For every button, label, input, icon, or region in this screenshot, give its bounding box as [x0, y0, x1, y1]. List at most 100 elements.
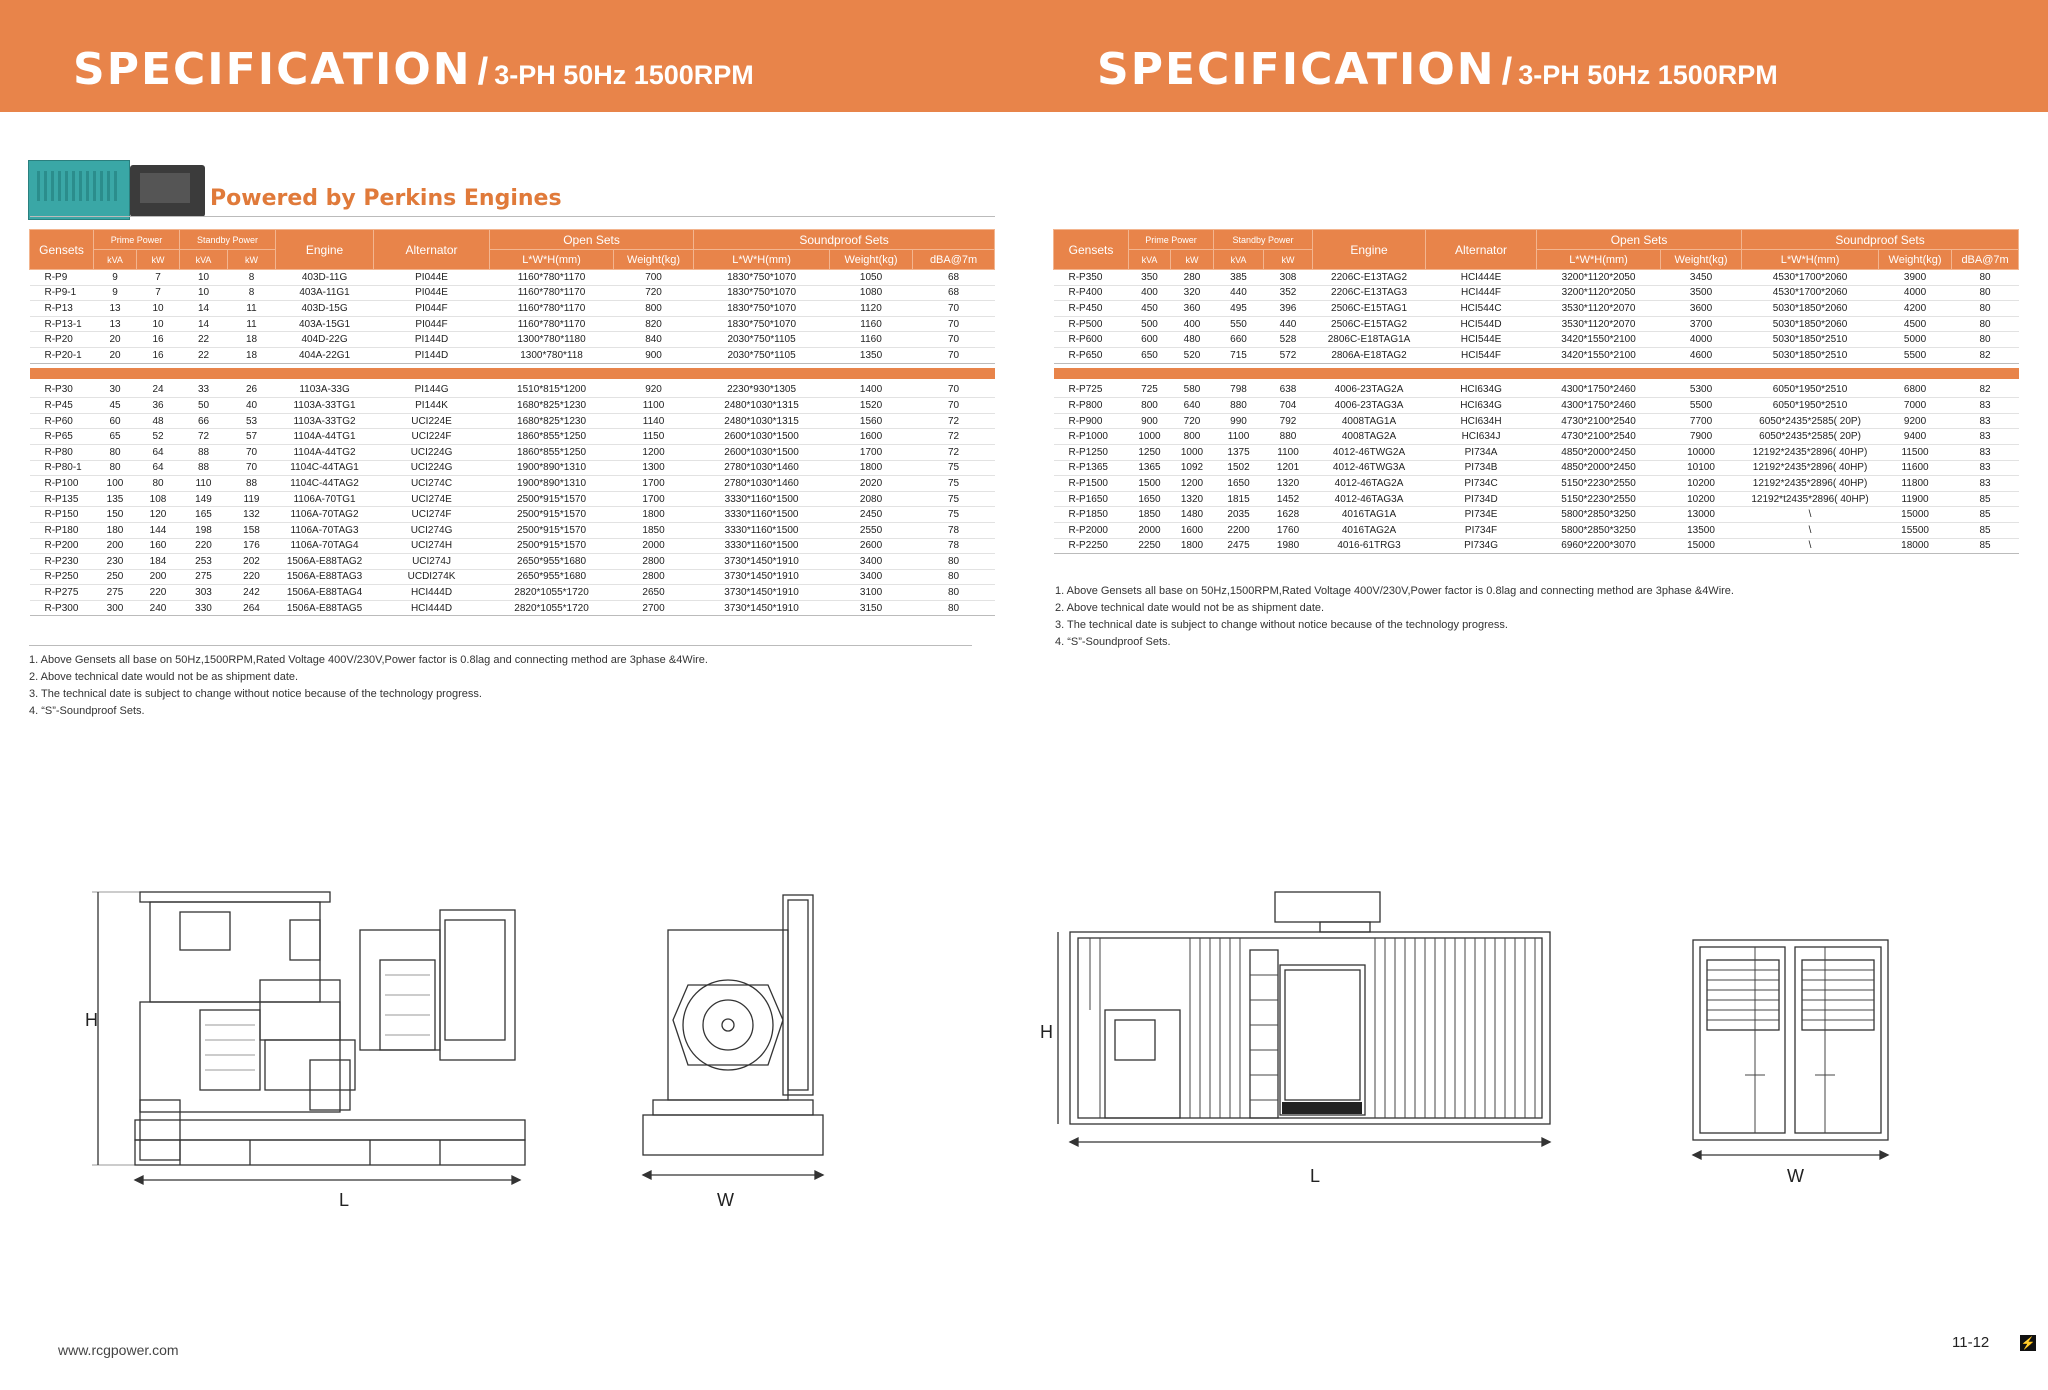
- table-cell: 1160*780*1170: [489, 285, 614, 302]
- col-kva: kVA: [1128, 249, 1171, 270]
- table-cell: 5030*1850*2060: [1741, 316, 1879, 333]
- table-cell: HCI544D: [1425, 316, 1537, 333]
- table-cell: 3400: [829, 553, 913, 570]
- table-cell: 184: [136, 553, 180, 570]
- table-cell: 22: [179, 331, 228, 348]
- table-cell: HCI444D: [373, 600, 490, 617]
- table-cell: 1700: [613, 475, 694, 492]
- table-cell: 18: [227, 347, 276, 364]
- table-cell: 1900*890*1310: [489, 475, 614, 492]
- table-cell: 1100: [613, 397, 694, 414]
- table-cell: 1080: [829, 285, 913, 302]
- table-cell: R-P13: [29, 300, 94, 317]
- table-cell: 3700: [1660, 316, 1742, 333]
- dimension-label-w: W: [717, 1190, 734, 1210]
- table-cell: 1050: [829, 269, 913, 286]
- table-cell: 4012-46TWG3A: [1312, 460, 1426, 477]
- table-cell: 1104C-44TAG1: [275, 460, 374, 477]
- table-cell: 13: [93, 300, 137, 317]
- table-cell: 80: [912, 584, 995, 601]
- table-cell: 800: [1128, 397, 1171, 414]
- table-cell: 52: [136, 428, 180, 445]
- table-cell: 80: [93, 460, 137, 477]
- table-cell: 1830*750*1070: [693, 269, 830, 286]
- table-cell: 80: [136, 475, 180, 492]
- note-item: 3. The technical date is subject to chan…: [29, 688, 482, 700]
- table-cell: 6050*2435*2585( 20P): [1741, 428, 1879, 445]
- table-cell: 1830*750*1070: [693, 285, 830, 302]
- table-cell: 2206C-E13TAG3: [1312, 285, 1426, 302]
- table-cell: 12192*2435*2896( 40HP): [1741, 475, 1879, 492]
- table-cell: 1830*750*1070: [693, 316, 830, 333]
- table-cell: 4006-23TAG3A: [1312, 397, 1426, 414]
- table-cell: 33: [179, 382, 228, 399]
- dimension-label-l: L: [1310, 1166, 1321, 1186]
- table-cell: 220: [179, 538, 228, 555]
- footer-url[interactable]: www.rcgpower.com: [58, 1342, 179, 1358]
- table-cell: 1201: [1263, 460, 1313, 477]
- table-cell: 725: [1128, 382, 1171, 399]
- table-cell: 57: [227, 428, 276, 445]
- table-cell: 14: [179, 316, 228, 333]
- table-cell: 15000: [1878, 506, 1952, 523]
- divider: [30, 216, 995, 217]
- table-cell: 4008TAG2A: [1312, 428, 1426, 445]
- table-cell: PI734G: [1425, 538, 1537, 555]
- soundproof-genset-thumbnail: [28, 160, 130, 220]
- table-cell: 920: [613, 382, 694, 399]
- table-cell: 1850: [613, 522, 694, 539]
- table-cell: 1860*855*1250: [489, 444, 614, 461]
- powered-by-title: Powered by Perkins Engines: [210, 186, 562, 211]
- table-cell: 2020: [829, 475, 913, 492]
- table-cell: 820: [613, 316, 694, 333]
- table-cell: R-P400: [1053, 285, 1129, 302]
- table-cell: 72: [179, 428, 228, 445]
- table-cell: 158: [227, 522, 276, 539]
- table-cell: UCDI274K: [373, 569, 490, 586]
- table-cell: 85: [1951, 491, 2019, 508]
- table-cell: 1375: [1213, 444, 1264, 461]
- table-cell: 18000: [1878, 538, 1952, 555]
- table-cell: R-P230: [29, 553, 94, 570]
- table-cell: 83: [1951, 413, 2019, 430]
- banner-title-left: SPECIFICATION/3-PH 50Hz 1500RPM: [73, 44, 754, 95]
- table-cell: 720: [613, 285, 694, 302]
- table-cell: 1506A-E88TAG5: [275, 600, 374, 617]
- table-cell: 4850*2000*2450: [1536, 460, 1661, 477]
- table-cell: PI734F: [1425, 522, 1537, 539]
- table-cell: 80: [1951, 331, 2019, 348]
- table-cell: 900: [1128, 413, 1171, 430]
- table-cell: HCI444D: [373, 584, 490, 601]
- table-cell: 1400: [829, 382, 913, 399]
- table-cell: 1980: [1263, 538, 1313, 555]
- col-alternator: Alternator: [373, 229, 491, 270]
- col-gensets: Gensets: [29, 229, 94, 270]
- dimension-label-l: L: [339, 1190, 350, 1210]
- table-cell: 250: [93, 569, 137, 586]
- table-cell: 880: [1263, 428, 1313, 445]
- col-soundproof-sets: Soundproof Sets: [1741, 229, 2020, 250]
- table-cell: 5030*1850*2510: [1741, 331, 1879, 348]
- table-cell: 200: [93, 538, 137, 555]
- table-cell: 150: [93, 506, 137, 523]
- table-cell: HCI544C: [1425, 300, 1537, 317]
- table-cell: 68: [912, 269, 995, 286]
- table-cell: 1600: [829, 428, 913, 445]
- table-cell: 1104A-44TG1: [275, 428, 374, 445]
- table-cell: 404D-22G: [275, 331, 374, 348]
- table-cell: 2800: [613, 569, 694, 586]
- table-cell: 650: [1128, 347, 1171, 364]
- table-cell: 50: [179, 397, 228, 414]
- table-cell: 75: [912, 460, 995, 477]
- table-cell: R-P1850: [1053, 506, 1129, 523]
- banner-sub: 3-PH 50Hz 1500RPM: [494, 60, 754, 90]
- table-cell: 70: [912, 347, 995, 364]
- table-cell: 580: [1170, 382, 1214, 399]
- col-lwh: L*W*H(mm): [1536, 249, 1662, 270]
- table-cell: 600: [1128, 331, 1171, 348]
- table-cell: 72: [912, 428, 995, 445]
